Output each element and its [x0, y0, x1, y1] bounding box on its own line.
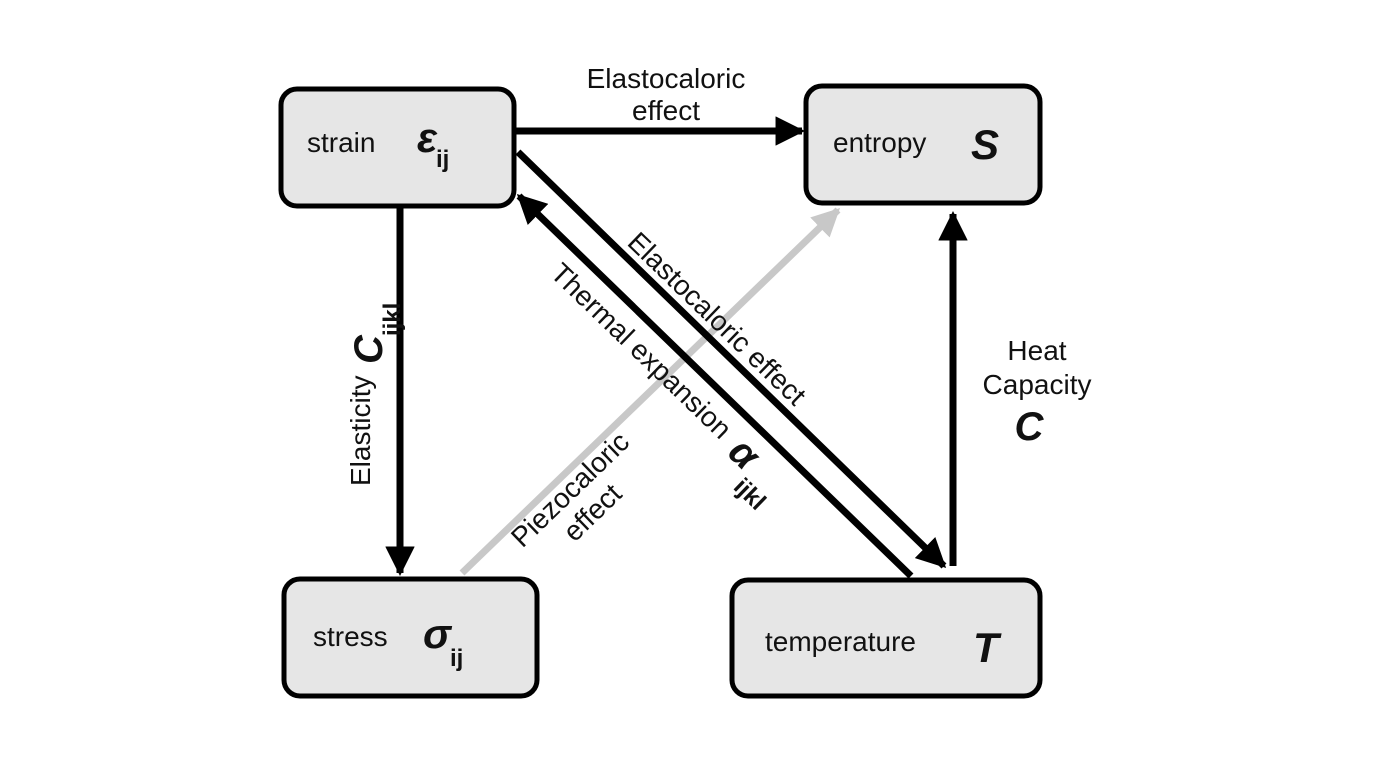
node-stress: stress σ ij	[281, 576, 540, 699]
stress-label: stress	[313, 621, 388, 652]
piezocaloric-arrow	[459, 207, 841, 576]
entropy-symbol: S	[971, 121, 999, 168]
temperature-symbol: T	[973, 624, 1002, 671]
heat-capacity-line2: Capacity	[983, 369, 1092, 400]
strain-subscript: ij	[436, 146, 449, 173]
strain-label: strain	[307, 127, 375, 158]
elastocaloric-diag-arrow	[515, 149, 947, 569]
entropy-label: entropy	[833, 127, 926, 158]
elasticity-text: Elasticity	[345, 376, 376, 486]
elasticity-subscript: ijkl	[379, 303, 406, 336]
node-entropy: entropy S	[803, 83, 1043, 206]
heat-capacity-label: Heat Capacity C	[983, 335, 1092, 449]
elastocaloric-top-line2: effect	[632, 95, 700, 126]
stress-symbol: σ	[423, 610, 453, 657]
heat-capacity-line1: Heat	[1007, 335, 1066, 366]
thermal-expansion-subscript: ijkl	[728, 473, 771, 516]
elasticity-label: Elasticity C ijkl	[345, 303, 406, 486]
heat-capacity-symbol: C	[1015, 405, 1045, 449]
node-temperature: temperature T	[729, 577, 1043, 699]
temperature-label: temperature	[765, 626, 916, 657]
piezocaloric-label: Piezocaloric effect	[505, 426, 635, 553]
thermal-expansion-text: Thermal expansion	[545, 257, 738, 445]
thermal-expansion-arrow	[516, 193, 914, 579]
elastocaloric-top-line1: Elastocaloric	[587, 63, 746, 94]
node-strain: strain ε ij	[278, 86, 517, 209]
elastocaloric-top-label: Elastocaloric effect	[587, 63, 746, 126]
stress-subscript: ij	[450, 645, 463, 672]
elasticity-symbol: C	[347, 334, 391, 364]
strain-symbol: ε	[417, 114, 438, 161]
